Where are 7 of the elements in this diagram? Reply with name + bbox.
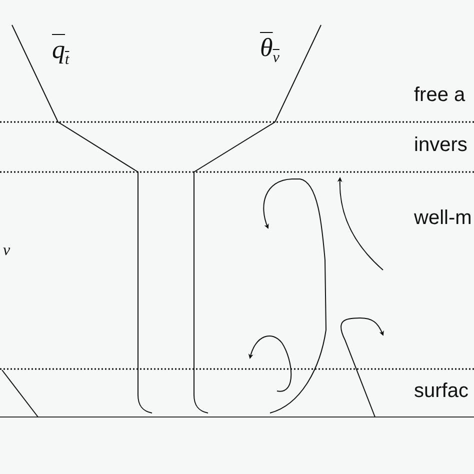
layer-name: surfac: [414, 380, 468, 402]
layer-name: free a: [414, 84, 466, 106]
variable-symbol: θ$_{v}$: [260, 34, 280, 68]
layer-name: invers: [414, 134, 468, 156]
layer-name: well-m: [414, 207, 472, 229]
variable-symbol: q$_{t}$: [52, 36, 70, 70]
variable-subscript: v: [3, 241, 10, 261]
